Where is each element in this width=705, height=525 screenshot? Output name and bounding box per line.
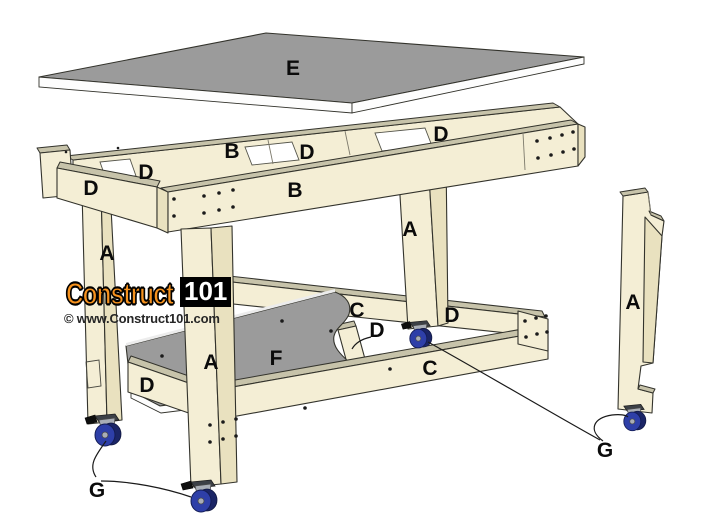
upper-frame <box>36 102 586 234</box>
shelf-assembly <box>125 289 549 422</box>
screw-dots-upper-right <box>535 130 576 160</box>
part-label-d-3: D <box>138 161 153 184</box>
leg-back-left <box>81 187 123 425</box>
brand-tagline: © www.Construct101.com <box>64 311 220 326</box>
brand-primary-text: Construct <box>65 275 174 311</box>
leg-detached <box>617 187 665 414</box>
part-label-g-17: G <box>89 479 105 502</box>
part-label-d-13: D <box>444 304 459 327</box>
part-label-b-5: B <box>287 179 302 202</box>
caster-back-left <box>84 413 122 447</box>
shelf-right-end-cap <box>517 310 549 352</box>
part-label-a-7: A <box>99 242 114 265</box>
caster-front-center <box>180 479 218 513</box>
brand-logo: Construct 101 <box>65 275 232 312</box>
part-label-b-1: B <box>224 140 239 163</box>
part-label-a-8: A <box>402 218 417 241</box>
brand-suffix-badge: 101 <box>180 277 232 307</box>
part-label-d-16: D <box>139 374 154 397</box>
part-label-a-10: A <box>203 351 218 374</box>
part-label-c-11: C <box>349 299 364 322</box>
part-label-d-2: D <box>299 141 314 164</box>
leader-lines <box>92 336 629 498</box>
part-label-a-9: A <box>625 291 640 314</box>
part-label-c-14: C <box>422 357 437 380</box>
part-label-d-6: D <box>433 123 448 146</box>
part-label-f-15: F <box>270 347 283 370</box>
part-label-d-4: D <box>83 177 98 200</box>
part-label-e-0: E <box>286 57 300 80</box>
top-panel-e <box>38 32 585 114</box>
caster-back-right <box>400 320 433 349</box>
leg-back-right <box>397 156 449 330</box>
caster-detached-leg <box>623 404 647 432</box>
screw-dots-upper-left <box>172 188 235 218</box>
part-label-g-18: G <box>597 439 613 462</box>
part-label-d-12: D <box>369 319 384 342</box>
casters <box>84 320 647 513</box>
screw-dots-leg-junction <box>208 417 238 444</box>
